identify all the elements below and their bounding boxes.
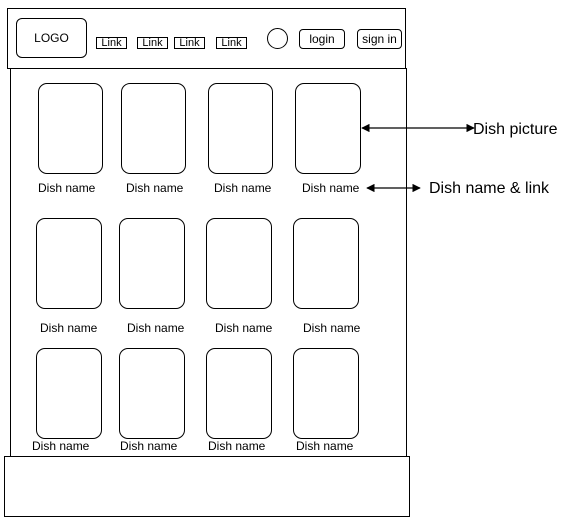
login-button[interactable]: login [299, 29, 345, 49]
dish-name-link[interactable]: Dish name [303, 321, 361, 335]
dish-picture[interactable] [119, 218, 185, 309]
dish-name-link[interactable]: Dish name [127, 321, 185, 335]
nav-link-4[interactable]: Link [216, 37, 247, 49]
dish-picture[interactable] [206, 218, 272, 309]
dish-picture[interactable] [38, 83, 103, 174]
dish-picture[interactable] [121, 83, 186, 174]
dish-name-link[interactable]: Dish name [38, 181, 96, 195]
dish-name-link[interactable]: Dish name [208, 439, 266, 453]
dish-picture[interactable] [36, 348, 102, 439]
dish-picture[interactable] [295, 83, 361, 174]
avatar-icon[interactable] [267, 28, 288, 49]
dish-name-link[interactable]: Dish name [302, 181, 360, 195]
footer-bar [4, 456, 410, 517]
nav-link-1[interactable]: Link [96, 37, 127, 49]
dish-picture[interactable] [293, 348, 359, 439]
annotation-dish-name-link: Dish name & link [429, 180, 550, 197]
dish-picture[interactable] [119, 348, 185, 439]
dish-name-link[interactable]: Dish name [215, 321, 273, 335]
dish-name-link[interactable]: Dish name [296, 439, 354, 453]
nav-link-3[interactable]: Link [174, 37, 205, 49]
dish-picture[interactable] [208, 83, 273, 174]
dish-name-link[interactable]: Dish name [126, 181, 184, 195]
nav-link-2[interactable]: Link [137, 37, 168, 49]
dish-picture[interactable] [206, 348, 272, 439]
signin-button[interactable]: sign in [357, 29, 402, 49]
dish-name-link[interactable]: Dish name [120, 439, 178, 453]
content-frame [10, 68, 407, 460]
logo[interactable]: LOGO [16, 18, 87, 58]
dish-name-link[interactable]: Dish name [214, 181, 272, 195]
dish-name-link[interactable]: Dish name [40, 321, 98, 335]
dish-picture[interactable] [293, 218, 359, 309]
dish-name-link[interactable]: Dish name [32, 439, 90, 453]
dish-picture[interactable] [36, 218, 102, 309]
annotation-dish-picture: Dish picture [473, 121, 558, 138]
